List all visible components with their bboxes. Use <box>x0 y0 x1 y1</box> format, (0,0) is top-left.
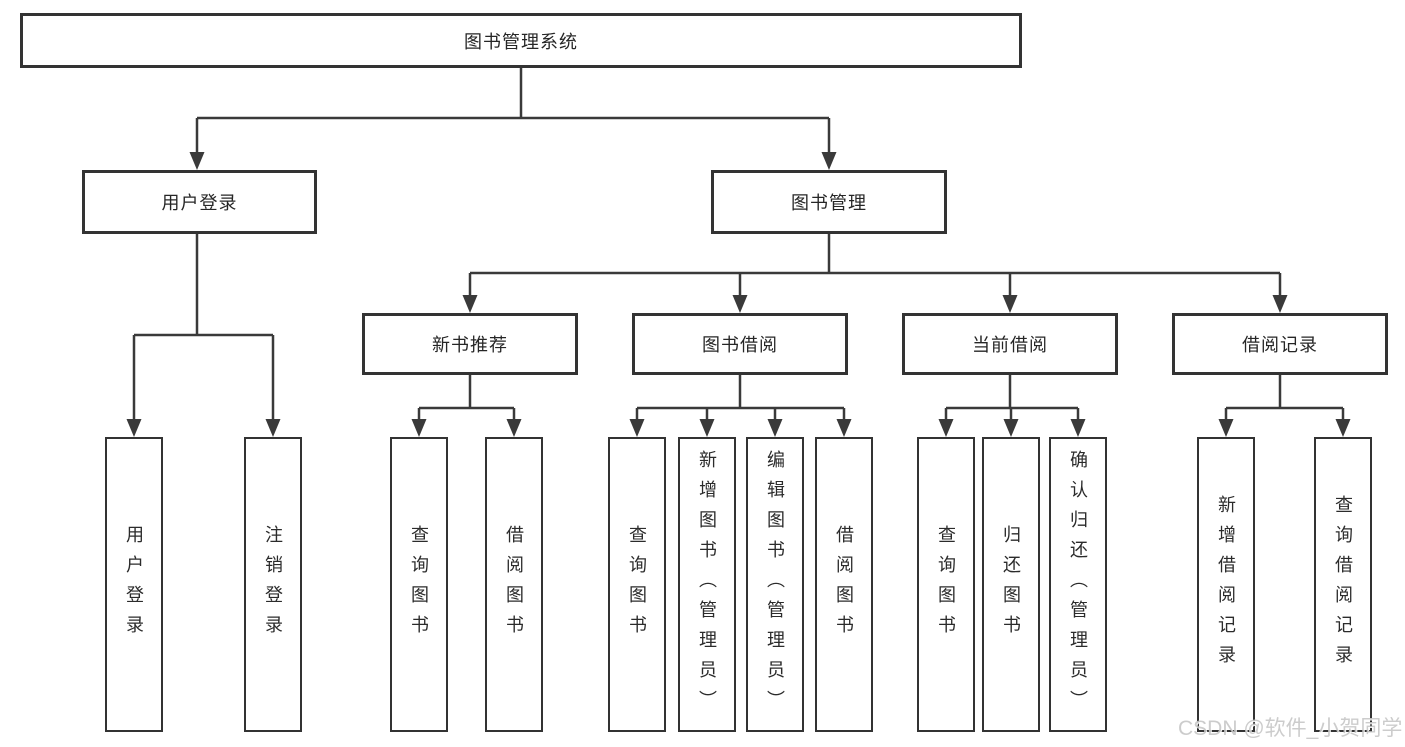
node-root: 图书管理系统 <box>20 13 1022 68</box>
leaf-query-books-recommend-label: 查询图书 <box>409 524 429 645</box>
arrowhead-icon <box>1070 419 1086 437</box>
node-new-book-recommend-label: 新书推荐 <box>432 335 508 355</box>
leaf-edit-book-admin-label: 编辑图书（管理员） <box>765 449 785 720</box>
arrowhead-icon <box>462 295 478 313</box>
leaf-confirm-return-admin: 确认归还（管理员） <box>1049 437 1107 732</box>
arrowhead-icon <box>1003 419 1019 437</box>
arrowhead-icon <box>189 152 205 170</box>
leaf-borrow-books-recommend: 借阅图书 <box>485 437 543 732</box>
leaf-query-books-current: 查询图书 <box>917 437 975 732</box>
node-user-login: 用户登录 <box>82 170 317 234</box>
leaf-add-borrow-record: 新增借阅记录 <box>1197 437 1255 732</box>
node-book-management: 图书管理 <box>711 170 947 234</box>
watermark: CSDN @软件_小贺同学 <box>1178 717 1403 740</box>
arrowhead-icon <box>836 419 852 437</box>
leaf-query-borrow-record: 查询借阅记录 <box>1314 437 1372 732</box>
node-book-management-label: 图书管理 <box>791 193 867 213</box>
arrowhead-icon <box>265 419 281 437</box>
arrowhead-icon <box>506 419 522 437</box>
node-borrow-records-label: 借阅记录 <box>1242 335 1318 355</box>
leaf-user-login: 用户登录 <box>105 437 163 732</box>
leaf-logout-label: 注销登录 <box>263 524 283 645</box>
leaf-query-books-borrow: 查询图书 <box>608 437 666 732</box>
leaf-add-borrow-record-label: 新增借阅记录 <box>1216 494 1236 675</box>
leaf-borrow-books-label: 借阅图书 <box>834 524 854 645</box>
arrowhead-icon <box>699 419 715 437</box>
leaf-query-books-borrow-label: 查询图书 <box>627 524 647 645</box>
node-book-borrow-label: 图书借阅 <box>702 335 778 355</box>
arrowhead-icon <box>1218 419 1234 437</box>
arrowhead-icon <box>126 419 142 437</box>
node-book-borrow: 图书借阅 <box>632 313 848 375</box>
node-new-book-recommend: 新书推荐 <box>362 313 578 375</box>
node-borrow-records: 借阅记录 <box>1172 313 1388 375</box>
tree-edges <box>132 68 1345 419</box>
leaf-edit-book-admin: 编辑图书（管理员） <box>746 437 804 732</box>
node-root-label: 图书管理系统 <box>464 31 578 52</box>
leaf-add-book-admin-label: 新增图书（管理员） <box>697 449 717 720</box>
node-current-borrow-label: 当前借阅 <box>972 335 1048 355</box>
arrowhead-icon <box>732 295 748 313</box>
arrowhead-icon <box>1335 419 1351 437</box>
arrowheads <box>126 152 1351 437</box>
leaf-logout: 注销登录 <box>244 437 302 732</box>
arrowhead-icon <box>629 419 645 437</box>
leaf-query-borrow-record-label: 查询借阅记录 <box>1333 494 1353 675</box>
leaf-confirm-return-admin-label: 确认归还（管理员） <box>1068 449 1088 720</box>
leaf-user-login-label: 用户登录 <box>124 524 144 645</box>
arrowhead-icon <box>1002 295 1018 313</box>
node-user-login-label: 用户登录 <box>161 193 238 213</box>
leaf-add-book-admin: 新增图书（管理员） <box>678 437 736 732</box>
arrowhead-icon <box>1272 295 1288 313</box>
leaf-return-book-label: 归还图书 <box>1001 524 1021 645</box>
leaf-borrow-books-recommend-label: 借阅图书 <box>504 524 524 645</box>
arrowhead-icon <box>821 152 837 170</box>
leaf-borrow-books: 借阅图书 <box>815 437 873 732</box>
node-current-borrow: 当前借阅 <box>902 313 1118 375</box>
arrowhead-icon <box>938 419 954 437</box>
arrowhead-icon <box>411 419 427 437</box>
leaf-query-books-current-label: 查询图书 <box>936 524 956 645</box>
leaf-query-books-recommend: 查询图书 <box>390 437 448 732</box>
arrowhead-icon <box>767 419 783 437</box>
leaf-return-book: 归还图书 <box>982 437 1040 732</box>
